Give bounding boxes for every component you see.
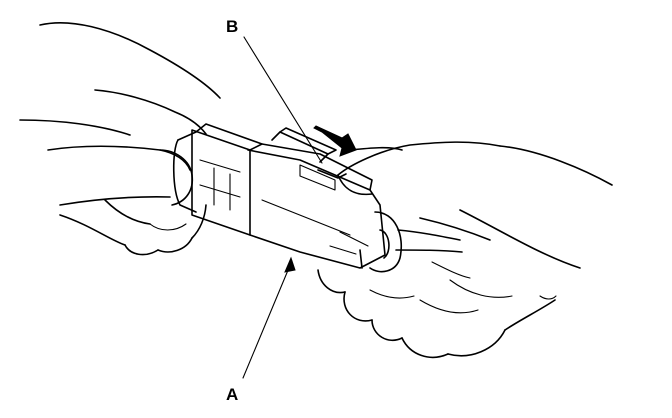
callout-a: A: [226, 256, 296, 404]
callout-b: B: [226, 17, 323, 164]
callout-label-b: B: [226, 17, 238, 36]
connector-body: [172, 123, 463, 273]
double-arrow-icon: [313, 125, 357, 157]
left-hand: [19, 22, 221, 256]
callout-label-a: A: [226, 385, 238, 404]
right-hand: [317, 141, 613, 359]
